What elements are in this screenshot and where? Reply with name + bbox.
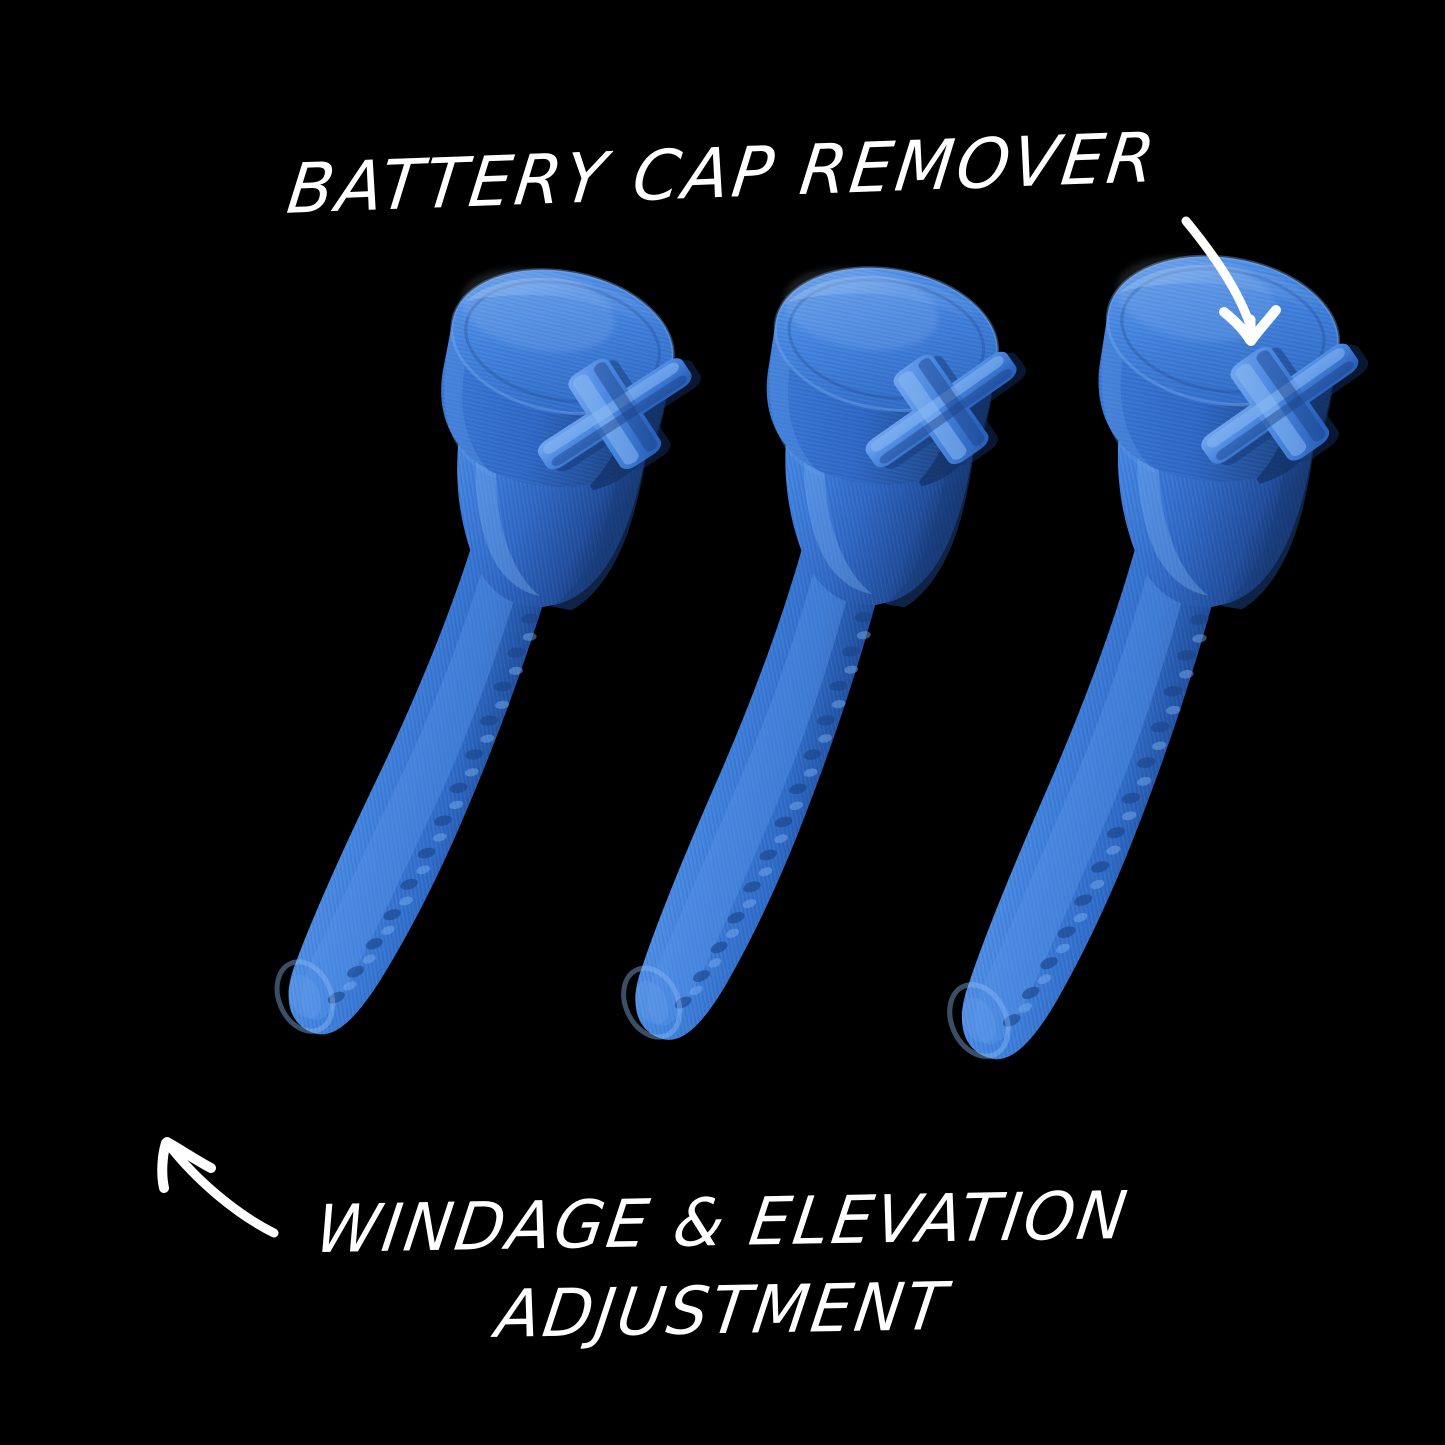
product-annotation-image: BATTERY CAP REMOVER WINDAGE & ELEVATION … [0, 0, 1445, 1445]
product-photo [0, 0, 1445, 1445]
